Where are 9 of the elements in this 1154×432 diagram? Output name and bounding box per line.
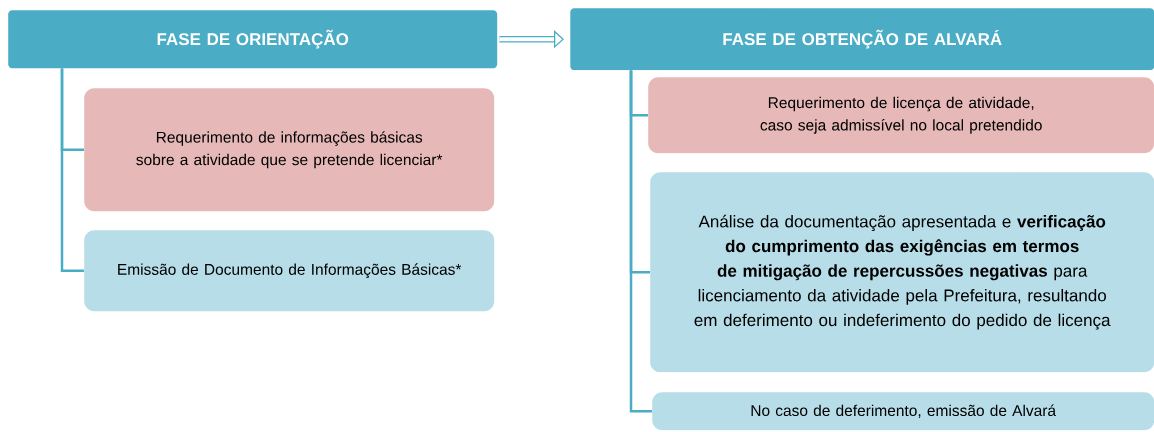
step-box: No caso de deferimento, emissão de Alvará: [652, 392, 1154, 431]
phase-header: FASE DE ORIENTAÇÃO: [8, 10, 498, 69]
step-box: Requerimento de licença de atividade, caso seja admissível no local pretendido: [648, 77, 1154, 154]
connector-line: [629, 70, 652, 413]
step-box: Requerimento de informações básicas sobre a atividade que se pretende licenciar*: [84, 88, 495, 212]
step-box: Emissão de Documento de Informações Básicas*: [84, 230, 495, 312]
connector-line: [60, 68, 84, 272]
phase-header: FASE DE OBTENÇÃO DE ALVARÁ: [570, 8, 1154, 71]
step-box: Análise da documentação apresentada e verificação do cumprimento das exigências em termos de mitigação de repercussões negativas para licenciamento da atividade pela Prefeitura, resultando em deferimento ou indeferimento do pedido de licença: [650, 172, 1154, 373]
